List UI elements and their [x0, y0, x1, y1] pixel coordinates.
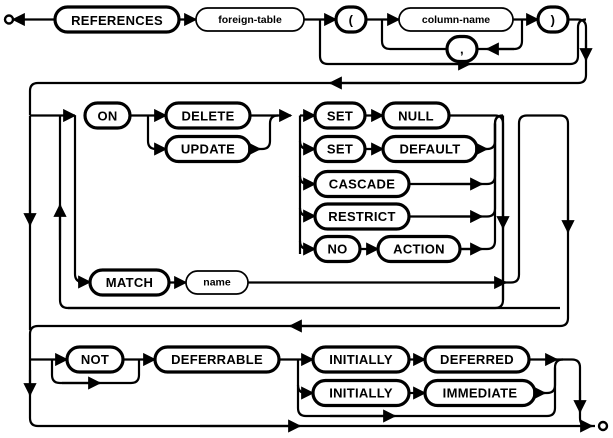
rail-initbypass-merge — [395, 367, 557, 418]
rail-wrap1 — [28, 74, 588, 115]
rail-immediate-merge — [535, 358, 564, 395]
rail-block-exit — [517, 114, 570, 318]
node-restrict-label: RESTRICT — [328, 209, 395, 224]
rail-comma-loop-right — [477, 19, 524, 51]
node-on-label: ON — [97, 109, 117, 124]
node-not-label: NOT — [81, 352, 109, 367]
node-references-label: REFERENCES — [71, 13, 163, 28]
node-immediate-label: IMMEDIATE — [443, 386, 518, 401]
rail-to-restrict — [298, 207, 315, 218]
rail-paren-bypass — [318, 19, 570, 66]
node-initially-1-label: INITIALLY — [329, 352, 393, 367]
node-deferred-label: DEFERRED — [440, 352, 514, 367]
node-set-null-set-label: SET — [327, 109, 353, 124]
node-null-label: NULL — [398, 109, 434, 124]
rail-initially-bypass — [296, 359, 395, 418]
node-rparen-label: ) — [551, 13, 556, 28]
node-action-label: ACTION — [393, 242, 445, 257]
rail-to-update — [146, 115, 166, 151]
node-name-label: name — [203, 277, 231, 289]
rail-to-setdefault — [298, 140, 315, 151]
rail-final-exit — [555, 358, 595, 428]
node-comma — [445, 34, 479, 64]
node-foreign-table-label: foreign-table — [218, 14, 282, 26]
start-marker-icon — [3, 14, 15, 25]
node-lparen-label: ( — [349, 13, 354, 28]
node-initially-2-label: INITIALLY — [329, 386, 393, 401]
node-default-label: DEFAULT — [399, 142, 460, 157]
rail-bypass-join — [569, 18, 587, 66]
node-set-default-set-label: SET — [327, 142, 353, 157]
node-column-name-label: column-name — [422, 14, 490, 26]
rail-update-merge — [250, 114, 279, 151]
node-delete-label: DELETE — [181, 109, 234, 124]
rail-action-loopback — [68, 115, 505, 310]
rail-to-match — [73, 115, 90, 284]
rail-repeat-left-up — [58, 115, 560, 310]
rail-action-merge — [460, 123, 497, 251]
rail-match-merge — [248, 123, 521, 284]
rail-comma-loop-left — [380, 19, 447, 51]
row-references: REFERENCES foreign-table ( column-name ,… — [3, 5, 593, 75]
node-update-label: UPDATE — [181, 142, 235, 157]
rail-to-cascade — [298, 175, 315, 186]
node-match-label: MATCH — [106, 275, 153, 290]
node-no-label: NO — [327, 242, 347, 257]
end-marker-icon — [597, 420, 609, 432]
wrap-row2-to-row3 — [23, 317, 570, 433]
rail-rparen-out — [568, 18, 588, 75]
row-on-match: ON DELETE UPDATE SET NULL SET — [23, 101, 575, 330]
wrap-row1-to-row2 — [28, 74, 588, 115]
row-deferrable: NOT DEFERRABLE INITIALLY DEFERRED INITIA… — [30, 345, 609, 433]
rail-default-merge — [477, 114, 504, 151]
node-deferrable-label: DEFERRABLE — [171, 352, 263, 367]
node-comma-label: , — [460, 42, 464, 57]
rail-wrap2 — [28, 317, 570, 428]
rail-to-initially2 — [296, 384, 313, 395]
node-cascade-label: CASCADE — [329, 177, 395, 192]
rail-to-no — [298, 240, 315, 251]
